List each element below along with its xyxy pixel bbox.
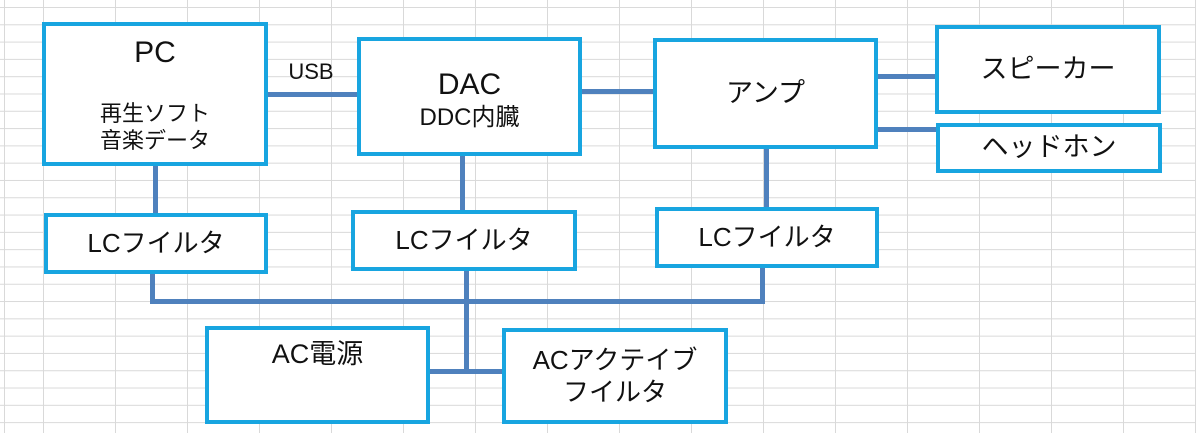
node-lc-filter-2-label: LCフイルタ [395, 225, 533, 256]
connector-lcfilter1-bus[interactable] [150, 274, 155, 304]
node-ac-active-filter-line1: ACアクテイブ [532, 344, 698, 375]
connector-amp-speaker[interactable] [878, 74, 935, 79]
node-pc-title: PC [134, 36, 176, 69]
connector-lcfilter3-bus[interactable] [760, 268, 765, 304]
connector-lcfilter2-acline[interactable] [464, 271, 469, 374]
node-lc-filter-1-label: LCフイルタ [87, 228, 225, 259]
node-ac-active-filter[interactable]: ACアクテイブ フイルタ [502, 328, 728, 424]
node-speaker-label: スピーカー [980, 53, 1116, 84]
gridline [4, 0, 5, 433]
node-lc-filter-3[interactable]: LCフイルタ [655, 207, 879, 268]
node-ac-active-filter-line2: フイルタ [562, 377, 667, 407]
node-amp-label: アンプ [725, 77, 806, 108]
connector-pc-dac[interactable] [268, 92, 358, 97]
connector-dac-amp[interactable] [582, 89, 653, 94]
node-lc-filter-2[interactable]: LCフイルタ [351, 210, 577, 271]
node-pc-line2: 音楽データ [99, 128, 210, 153]
connector-dac-lcfilter2[interactable] [460, 156, 465, 211]
node-dac-title: DAC [437, 67, 502, 101]
node-speaker[interactable]: スピーカー [935, 25, 1161, 114]
node-lc-filter-1[interactable]: LCフイルタ [44, 213, 268, 274]
connector-acpower-acfilter[interactable] [429, 369, 502, 374]
node-ac-power-label: AC電源 [271, 339, 364, 369]
connector-amp-headphone[interactable] [878, 127, 936, 132]
node-dac-subtitle: DDC内臓 [419, 104, 520, 132]
connector-amp-lcfilter3[interactable] [764, 149, 769, 208]
node-headphone-label: ヘッドホン [981, 132, 1117, 163]
node-amp[interactable]: アンプ [653, 38, 878, 149]
node-pc-line1: 再生ソフト [99, 100, 210, 126]
usb-label: USB [288, 59, 334, 84]
node-ac-power[interactable]: AC電源 [205, 326, 430, 424]
node-pc[interactable]: PC 再生ソフト 音楽データ [42, 22, 268, 166]
node-lc-filter-3-label: LCフイルタ [698, 222, 836, 253]
node-dac[interactable]: DAC DDC内臓 [357, 37, 582, 156]
connector-bus-horizontal[interactable] [150, 299, 765, 304]
connector-pc-lcfilter1[interactable] [153, 166, 158, 214]
node-headphone[interactable]: ヘッドホン [936, 123, 1162, 173]
